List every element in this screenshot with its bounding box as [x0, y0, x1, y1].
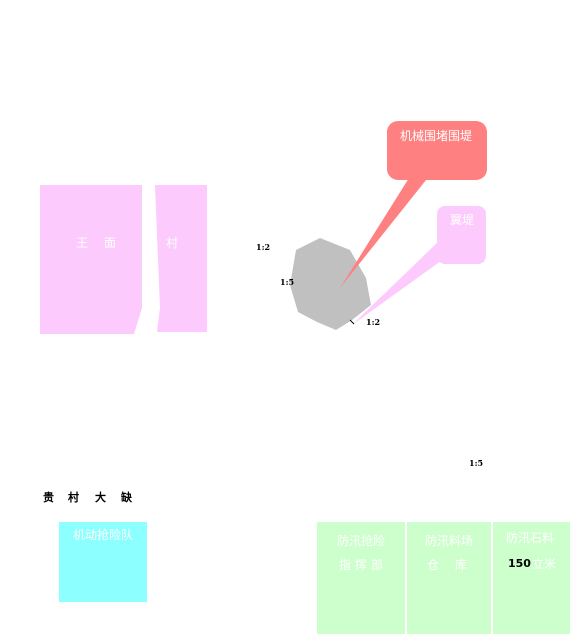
slope-ratio-right: 1:5	[469, 458, 484, 468]
slope-ratio-middle-left: 1:5	[280, 277, 295, 287]
breach-dam-shape	[290, 238, 371, 330]
slope-ratio-bottom: 1:2	[366, 317, 381, 327]
road-label-que: 缺	[121, 491, 132, 504]
slope-ratio-upper-left: 1:2	[256, 242, 271, 252]
village-label-cun: 村	[166, 236, 179, 250]
village-label-mian: 面	[104, 236, 117, 250]
embankment-callout-text: 翼堤	[450, 213, 475, 227]
embankment-callout-bubble	[437, 206, 486, 264]
legend-cell-hq	[317, 522, 405, 634]
legend-hq-line1: 防汛抢险	[337, 534, 386, 548]
mechanical-callout-text: 机械围堵围堤	[400, 129, 473, 143]
embankment-callout-pointer	[352, 240, 452, 325]
legend-stone-unit: 立米	[532, 557, 557, 571]
legend-warehouse-line1: 防汛料场	[425, 534, 474, 548]
dam-tick-mark	[349, 319, 355, 325]
mechanical-callout-bubble	[387, 121, 487, 180]
village-block-left	[40, 185, 142, 334]
road-label-gui: 贵	[43, 491, 54, 504]
legend-warehouse-line2: 仓 库	[427, 558, 470, 572]
legend-stone-line1: 防汛石料	[506, 531, 555, 545]
legend-stone-amount: 150	[508, 557, 531, 570]
road-label-cun: 村	[68, 491, 79, 504]
mechanical-callout-pointer	[340, 170, 434, 288]
village-block-right	[155, 185, 207, 332]
legend-cell-warehouse	[407, 522, 491, 634]
mobile-team-label: 机动抢险队	[73, 528, 134, 542]
mobile-team-box	[59, 522, 147, 602]
legend-cell-stone	[493, 522, 570, 634]
legend-hq-line2: 指挥部	[339, 558, 388, 572]
village-label-wang: 王	[76, 236, 89, 250]
road-label-da: 大	[95, 491, 106, 504]
